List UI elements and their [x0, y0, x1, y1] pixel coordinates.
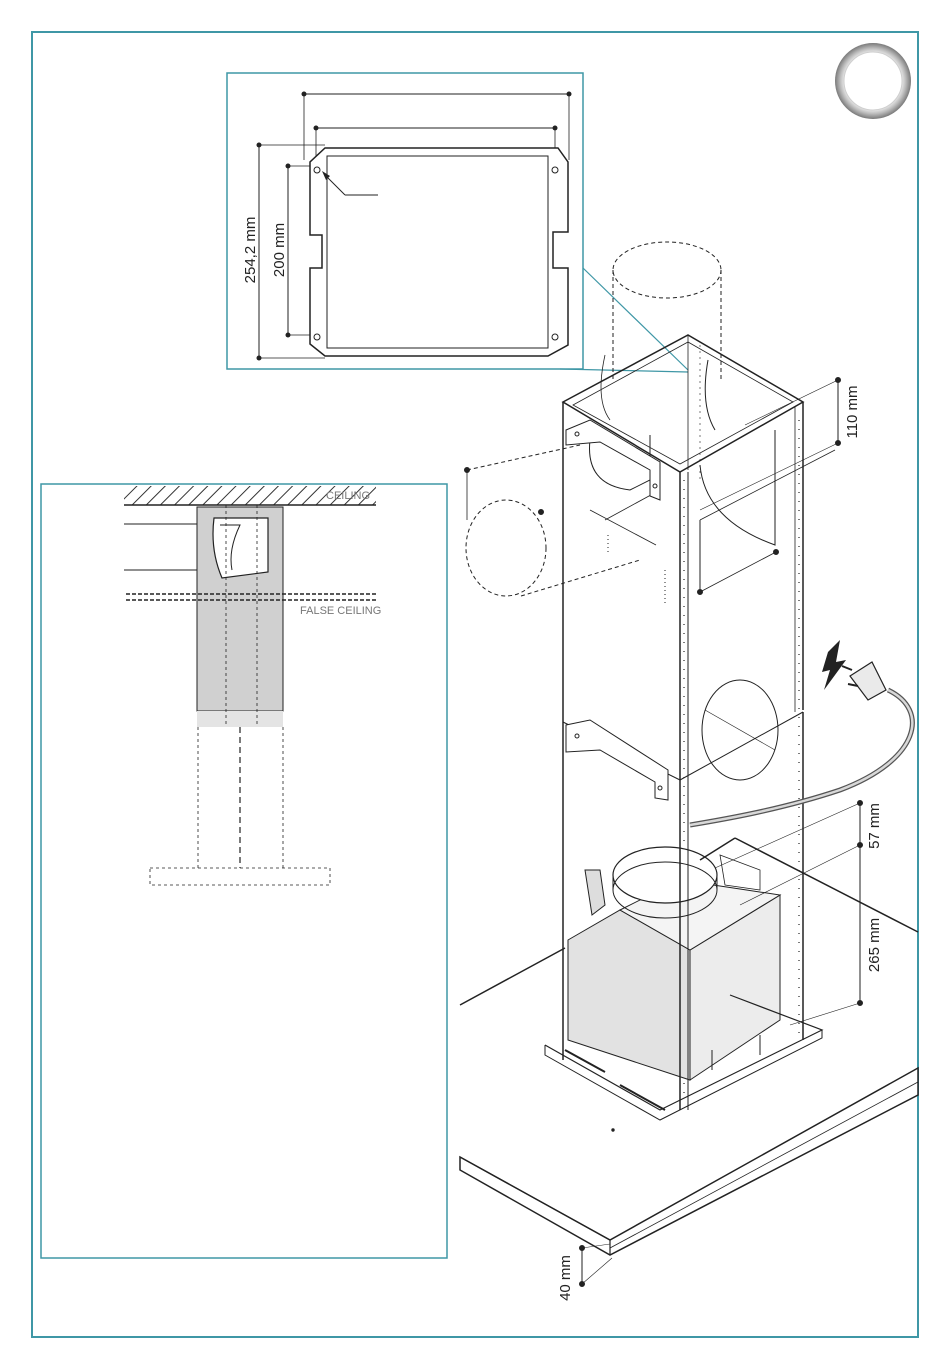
top-detail-box: 254,2 mm 200 mm — [227, 73, 688, 372]
false-ceiling-label: FALSE CEILING — [300, 605, 381, 617]
chimney-assembly: 110 mm — [460, 242, 918, 1301]
dim-40-label: 40 mm — [557, 1255, 574, 1301]
ceiling-label: CEILING — [326, 490, 370, 502]
side-detail-box: CEILING FALSE CEILING — [41, 484, 447, 1258]
dim-200-label: 200 mm — [271, 223, 288, 277]
dim-265-label: 265 mm — [866, 918, 883, 972]
step-circle-icon — [835, 43, 911, 119]
lightning-icon — [822, 640, 846, 690]
dim-110-label: 110 mm — [844, 385, 861, 438]
dim-57-label: 57 mm — [866, 803, 883, 849]
dim-254-label: 254,2 mm — [242, 217, 259, 284]
power-plug-icon — [842, 662, 886, 700]
